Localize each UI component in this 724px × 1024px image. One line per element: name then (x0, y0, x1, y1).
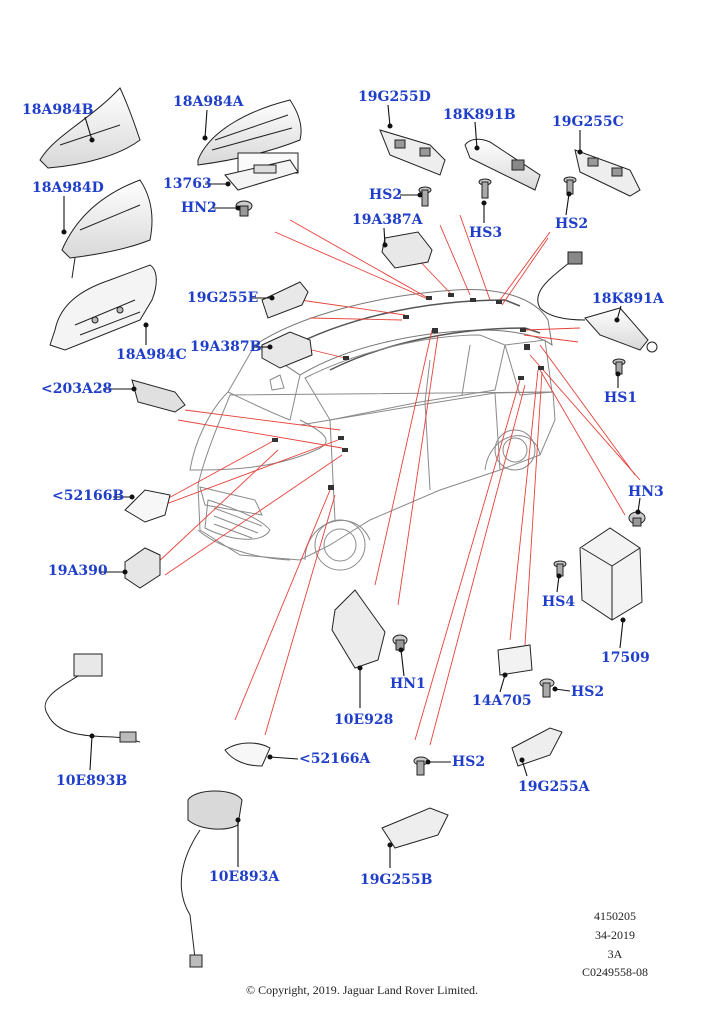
connector-19g255d-shape (379, 129, 446, 176)
label-19g255c: 19G255C (552, 114, 624, 130)
screw-hs2-mid-shape (539, 678, 555, 698)
diagram-id: 4150205 (594, 909, 636, 923)
diagram-revision: 3A (607, 947, 623, 961)
label-52166b: <52166B (52, 488, 125, 504)
label-17509: 17509 (601, 650, 650, 666)
cover-52166b-shape (124, 489, 171, 523)
diagram-date: 34-2019 (595, 928, 635, 942)
module-10e928-shape (331, 589, 386, 669)
label-19g255e: 19G255E (187, 290, 259, 306)
label-18a984c: 18A984C (116, 347, 187, 363)
module-19a387b-shape (261, 331, 313, 369)
module-19g255e-shape (261, 281, 309, 319)
label-18k891a: 18K891A (592, 291, 664, 307)
label-pointers (61, 104, 641, 868)
antenna-18a984b-shape (39, 87, 141, 169)
diagram-code: C0249558-08 (582, 965, 648, 979)
antenna-base-18a984c-shape (49, 264, 157, 351)
module-19a387a-shape (381, 231, 433, 269)
label-19a387a: 19A387A (352, 212, 423, 228)
antenna-10e893a-shape (187, 790, 243, 830)
label-19g255d: 19G255D (358, 89, 431, 105)
label-19a387b: 19A387B (190, 339, 262, 355)
connector-19g255a-shape (511, 727, 563, 767)
label-19g255b: 19G255B (360, 872, 433, 888)
screw-hs2-right-shape (563, 176, 577, 195)
label-hs2-top: HS2 (369, 187, 403, 203)
label-18k891b: 18K891B (443, 107, 516, 123)
connector-19g255b-shape (381, 807, 449, 849)
screw-hs2-low-shape (413, 756, 429, 776)
screw-hs2-top-shape (418, 186, 432, 207)
label-18a984a: 18A984A (173, 94, 244, 110)
label-14a705: 14A705 (472, 693, 532, 709)
module-18k891b-shape (464, 138, 541, 191)
label-203a28: <203A28 (41, 381, 113, 397)
label-hn1: HN1 (390, 676, 426, 692)
label-10e928: 10E928 (334, 712, 394, 728)
label-hs2-mid: HS2 (571, 684, 605, 700)
leader-lines (149, 214, 641, 746)
gps-antenna-10e893b-shape (73, 653, 103, 677)
label-hn3: HN3 (628, 484, 664, 500)
copyright-notice: © Copyright, 2019. Jaguar Land Rover Lim… (245, 983, 479, 997)
label-hs1: HS1 (604, 390, 638, 406)
screw-hs3-shape (478, 178, 492, 199)
label-52166a: <52166A (299, 751, 371, 767)
screw-hs1-shape (612, 358, 626, 375)
vehicle-illustration (189, 289, 556, 571)
module-17509-shape (579, 527, 643, 621)
label-hs2-right: HS2 (555, 216, 589, 232)
label-10e893b: 10E893B (56, 773, 128, 789)
label-hn2: HN2 (181, 200, 217, 216)
label-10e893a: 10E893A (209, 869, 280, 885)
nut-hn3-shape (628, 511, 646, 527)
switch-19a390-shape (124, 547, 161, 589)
module-203a28-shape (131, 379, 186, 413)
connector-19g255c-shape (574, 149, 641, 197)
label-hs3: HS3 (469, 225, 503, 241)
cover-52166a-shape (224, 742, 271, 767)
label-13763: 13763 (163, 176, 212, 192)
bracket-14a705-shape (497, 644, 533, 676)
module-18k891a-shape (584, 307, 649, 351)
label-hs2-low: HS2 (452, 754, 486, 770)
label-18a984d: 18A984D (32, 180, 104, 196)
label-18a984b: 18A984B (22, 102, 94, 118)
label-19a390: 19A390 (48, 563, 108, 579)
label-hs4: HS4 (542, 594, 576, 610)
mount-markers (272, 293, 544, 490)
label-19g255a: 19G255A (518, 779, 590, 795)
